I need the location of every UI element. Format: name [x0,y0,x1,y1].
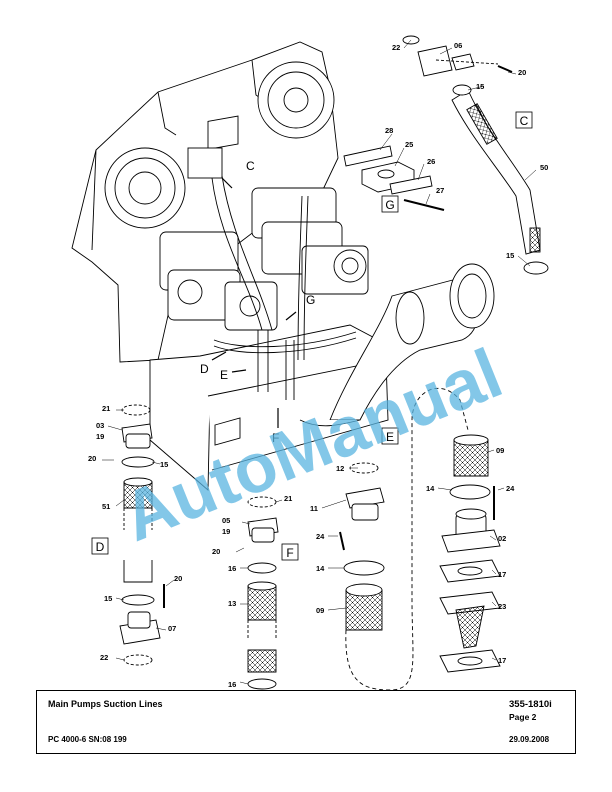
hose-13 [247,585,277,621]
callout-15-d-top: 15 [160,460,168,469]
right-strainer-stack [439,434,501,673]
callout-19-f: 19 [222,527,230,536]
callout-25: 25 [405,140,413,149]
callout-09-right: 09 [496,446,504,455]
leader-lines [102,39,537,685]
view-label-c-box: C [520,114,529,128]
callout-14-e: 14 [316,564,325,573]
main-pump-right [251,187,369,295]
callout-50: 50 [540,163,548,172]
bolt-24-e [339,531,345,551]
view-arrow-d: D [200,362,209,376]
strainer-23 [439,591,501,615]
detail-e-stack [339,387,469,691]
flange-11 [345,487,385,509]
suction-tank [149,324,389,491]
callout-20-c: 20 [518,68,526,77]
callout-20-d-bottom: 20 [174,574,182,583]
callout-28: 28 [385,126,393,135]
view-label-boxes [91,111,533,561]
clamp-15-top [452,84,472,96]
pump-top-valve [187,147,223,179]
callout-12: 12 [336,464,344,473]
callout-06: 06 [454,41,462,50]
clamp-14-e [343,560,385,576]
callout-20-d-top: 20 [88,454,96,463]
callout-21-d: 21 [102,404,110,413]
pump-gearbox-assembly [71,41,495,491]
callout-09-e: 09 [316,606,324,615]
bolt-20-top [497,65,513,73]
main-pump-left [159,231,278,331]
drawing-title: Main Pumps Suction Lines [48,699,163,709]
detail-g-bracket [343,145,445,211]
suction-pipe-elbow [299,263,495,427]
model-serial: PC 4000-6 SN:08 199 [48,735,127,744]
plate-26 [389,175,433,195]
clamp-14-right [449,484,491,500]
revision-date: 29.09.2008 [509,735,550,744]
page-number: Page 2 [509,712,537,722]
callout-27: 27 [436,186,444,195]
callout-14-right: 14 [426,484,435,493]
bolt-27 [403,199,445,211]
view-label-d-box: D [96,540,105,554]
gasket-22-d [123,654,153,666]
callout-19-d: 19 [96,432,104,441]
callout-07: 07 [168,624,176,633]
flange-06 [417,45,453,77]
callout-16-f-bottom: 16 [228,680,236,689]
callout-51: 51 [102,502,110,511]
callout-13: 13 [228,599,236,608]
detail-d-stack [119,404,165,666]
plate-28 [343,145,393,167]
callout-17-top: 17 [498,570,506,579]
callout-26: 26 [427,157,435,166]
view-label-g-box: G [385,198,394,212]
callout-16-f-top: 16 [228,564,236,573]
callout-21-f: 21 [284,494,292,503]
callout-11: 11 [310,504,318,513]
callout-15-d-bottom: 15 [104,594,112,603]
detail-c-hose [402,35,549,275]
callout-02: 02 [498,534,506,543]
callout-17-bottom: 17 [498,656,506,665]
callout-15-c-bottom: 15 [506,251,514,260]
view-label-f-box: F [286,546,293,560]
clamp-16-bottom [247,678,277,690]
clamp-15-d-lower [121,594,155,606]
callout-22-top: 22 [392,43,400,52]
output-flange-left [104,147,186,229]
document-number: 355-1810i [509,699,552,710]
view-arrow-e: E [220,368,228,382]
view-arrow-f: F [272,431,279,445]
callout-24-right: 24 [506,484,515,493]
view-arrow-c: C [246,159,255,173]
detail-f-stack [247,496,279,690]
callout-05-f: 05 [222,516,230,525]
callout-15-c-top: 15 [476,82,484,91]
callout-22-d: 22 [100,653,108,662]
output-flange-right [257,61,335,139]
callout-03-d: 03 [96,421,104,430]
clamp-16-top [247,562,277,574]
title-block: Main Pumps Suction Lines 355-1810i Page … [36,690,576,754]
callout-20-f: 20 [212,547,220,556]
callout-24-e: 24 [316,532,325,541]
suction-hoses [211,175,357,400]
clamp-15-d [121,456,155,468]
view-label-e-box: E [386,430,394,444]
clamp-15-bottom [523,261,549,275]
view-arrow-g: G [306,293,315,307]
gasket-21-d [121,404,151,416]
callout-23: 23 [498,602,506,611]
